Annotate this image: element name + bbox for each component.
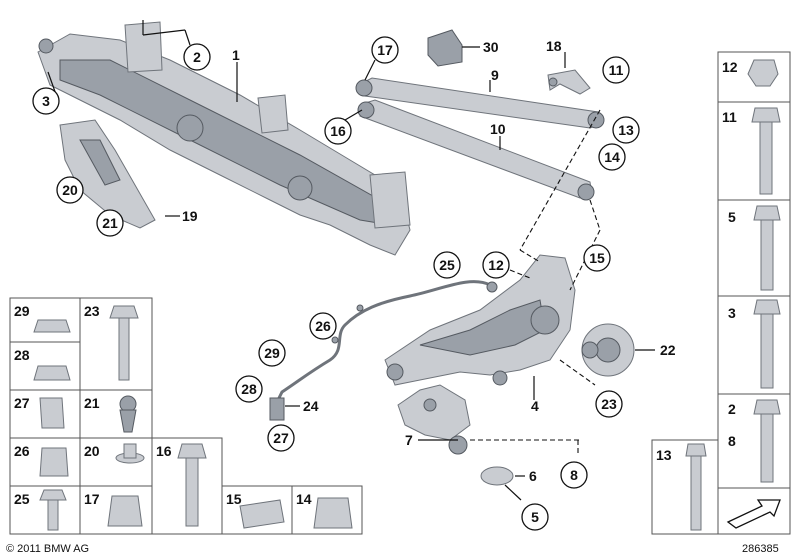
callout-11: 11 <box>602 56 630 84</box>
callout-18: 18 <box>546 38 562 54</box>
callout-23: 23 <box>595 390 623 418</box>
callout-20: 20 <box>56 176 84 204</box>
callout-10: 10 <box>490 121 506 137</box>
svg-text:28: 28 <box>241 381 257 397</box>
callout-22: 22 <box>660 342 676 358</box>
svg-text:2: 2 <box>193 49 201 65</box>
box-label-14: 14 <box>296 491 312 507</box>
box-label-21: 21 <box>84 395 100 411</box>
callout-1: 1 <box>232 47 240 63</box>
box-label-17: 17 <box>84 491 100 507</box>
diagram-number: 286385 <box>742 543 779 555</box>
wheel-hub <box>581 323 635 377</box>
svg-text:17: 17 <box>377 42 393 58</box>
callout-4: 4 <box>531 398 539 414</box>
callout-5: 5 <box>521 503 549 531</box>
svg-text:25: 25 <box>439 257 455 273</box>
svg-text:12: 12 <box>488 257 504 273</box>
svg-text:21: 21 <box>102 215 118 231</box>
callout-24: 24 <box>303 398 319 414</box>
direction-arrow-icon <box>726 499 781 529</box>
wheel-carrier <box>384 254 576 386</box>
box-label-20: 20 <box>84 443 100 459</box>
callout-7: 7 <box>405 432 413 448</box>
callout-30: 30 <box>483 39 499 55</box>
box-label-26: 26 <box>14 443 30 459</box>
svg-text:8: 8 <box>570 467 578 483</box>
cell-21 <box>79 389 153 439</box>
callout-26: 26 <box>309 312 337 340</box>
callout-2: 2 <box>183 43 211 71</box>
box-label-28: 28 <box>14 347 30 363</box>
copyright-text: © 2011 BMW AG <box>6 543 89 555</box>
callout-8: 8 <box>560 461 588 489</box>
control-arm-lower <box>357 99 595 201</box>
callout-19: 19 <box>182 208 198 224</box>
rear-axle-carrier <box>37 21 411 256</box>
washer <box>480 466 514 486</box>
box-label-16: 16 <box>156 443 172 459</box>
callout-16: 16 <box>324 117 352 145</box>
box-label-r5: 5 <box>728 209 736 225</box>
svg-text:16: 16 <box>330 123 346 139</box>
svg-text:13: 13 <box>618 122 634 138</box>
lead-lines <box>47 20 655 501</box>
bracket-part <box>427 29 463 67</box>
svg-text:23: 23 <box>601 396 617 412</box>
svg-text:5: 5 <box>531 509 539 525</box>
callouts: 1 2 3 4 5 6 7 8 9 10 11 12 13 14 15 16 1… <box>32 36 676 531</box>
box-label-23: 23 <box>84 303 100 319</box>
box-label-29: 29 <box>14 303 30 319</box>
callout-12: 12 <box>482 251 510 279</box>
callout-15: 15 <box>583 244 611 272</box>
fastener-grid: 29 23 28 27 21 26 20 16 25 17 15 14 <box>9 297 363 535</box>
box-label-r11: 11 <box>722 109 737 125</box>
box-label-r8: 8 <box>728 433 736 449</box>
callout-14: 14 <box>598 143 626 171</box>
box-label-15: 15 <box>226 491 242 507</box>
speed-sensor-cable <box>269 280 498 421</box>
bolt-column: 12 11 5 3 2 8 13 <box>651 51 791 535</box>
svg-text:20: 20 <box>62 182 78 198</box>
callout-25: 25 <box>433 251 461 279</box>
svg-text:26: 26 <box>315 318 331 334</box>
svg-text:29: 29 <box>264 345 280 361</box>
box-label-r12: 12 <box>722 59 738 75</box>
box-label-27: 27 <box>14 395 30 411</box>
svg-text:14: 14 <box>604 149 620 165</box>
svg-text:27: 27 <box>273 430 289 446</box>
callout-21: 21 <box>96 209 124 237</box>
svg-text:3: 3 <box>42 93 50 109</box>
svg-text:15: 15 <box>589 250 605 266</box>
callout-29: 29 <box>258 339 286 367</box>
callout-3: 3 <box>32 87 60 115</box>
callout-27: 27 <box>267 424 295 452</box>
box-label-r13: 13 <box>656 447 672 463</box>
heat-shield <box>59 119 156 229</box>
callout-9: 9 <box>491 67 499 83</box>
callout-17: 17 <box>371 36 399 64</box>
box-label-25: 25 <box>14 491 30 507</box>
box-label-r3: 3 <box>728 305 736 321</box>
svg-text:11: 11 <box>609 62 624 78</box>
callout-28: 28 <box>235 375 263 403</box>
callout-13: 13 <box>612 116 640 144</box>
box-label-r2: 2 <box>728 401 736 417</box>
wire-clip-part <box>547 69 591 95</box>
control-arm-upper <box>355 77 605 129</box>
cell-r13 <box>651 439 719 535</box>
callout-6: 6 <box>529 468 537 484</box>
